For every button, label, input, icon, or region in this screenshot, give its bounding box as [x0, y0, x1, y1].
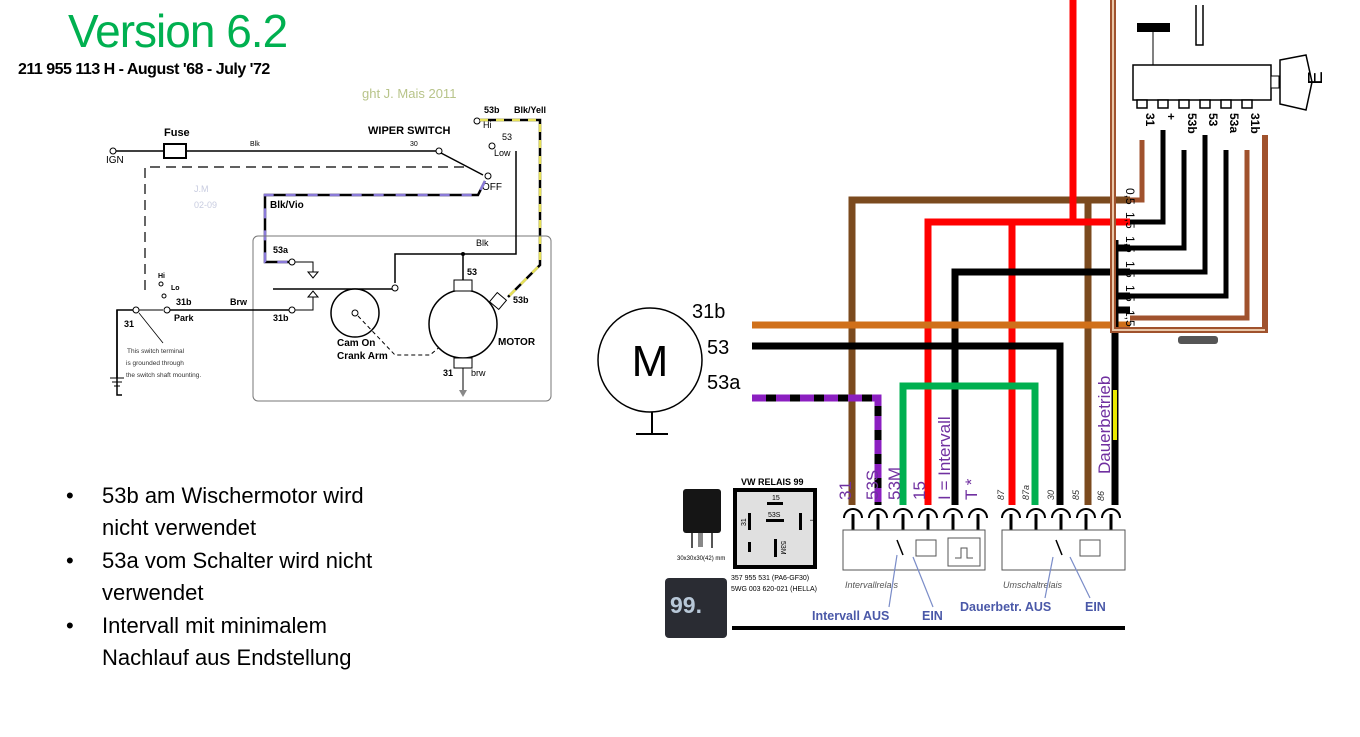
wire-color-label: brw — [471, 368, 486, 378]
ign-label: IGN — [106, 155, 124, 166]
slide-title: Version 6.2 — [68, 5, 288, 57]
wire-size-label: 1,5 — [1123, 285, 1137, 302]
relay-part-number: 5WG 003 620-021 (HELLA) — [731, 586, 817, 593]
hi-label: Hi — [158, 273, 165, 280]
pin-label: 53M — [885, 467, 904, 500]
copyright-text: ght J. Mais 2011 — [362, 86, 456, 101]
motor-terminal-label: 53a — [707, 372, 741, 394]
pin-label: 15 — [910, 481, 929, 500]
motor-symbol-label: M — [632, 337, 669, 386]
pin-label: 86 — [1096, 491, 1106, 501]
wires — [752, 0, 1130, 505]
relay-pin-label: 53M — [779, 541, 786, 555]
terminal-label: 31 — [443, 368, 453, 378]
wire-color-label: Blk — [476, 238, 489, 248]
off-label: OFF — [482, 182, 502, 193]
bullet-list: 53b am Wischermotor wird nicht verwendet… — [66, 480, 402, 675]
lo-label: Lo — [171, 285, 180, 292]
pin-label: 30 — [1046, 490, 1056, 500]
note-text: This switch terminal — [127, 348, 185, 355]
pin-label: T * — [962, 478, 981, 500]
pin-label: 87a — [1021, 485, 1031, 500]
relay-photo: 30x30x30(42) mm — [677, 489, 725, 562]
relay-part-number: 357 955 531 (PA6-GF30) — [731, 575, 809, 582]
pin-label: Dauerbetrieb — [1095, 376, 1114, 474]
relay-pin-label: 53S — [768, 512, 781, 519]
connector-pin-label: 53b — [1185, 113, 1199, 134]
relay-99-photo: 99. — [665, 578, 727, 638]
relay-schematics — [842, 529, 1126, 571]
wire-size-label: 1,5 — [1123, 212, 1137, 229]
park-label: Park — [174, 313, 195, 323]
low-label: Low — [494, 148, 511, 158]
wiper-switch-connector: E 31 + 53b 53 53a 31b 0 — [1110, 0, 1327, 344]
hi-label: Hi — [483, 120, 492, 130]
relay-sockets — [843, 508, 1121, 530]
pin-label: 87 — [996, 489, 1006, 500]
bullet-item: Intervall mit minimalem Nachlauf aus End… — [66, 610, 402, 674]
motor-terminal-label: 31b — [692, 301, 725, 323]
pin-label: 53S — [863, 470, 882, 500]
note-text: is grounded through — [126, 360, 184, 367]
relay-pinout: VW RELAIS 99 15 53S 31 T 53M 357 955 531… — [731, 477, 817, 593]
motor-symbol — [597, 307, 703, 413]
relay-pin-label: T — [808, 518, 815, 523]
terminal-label: 53b — [484, 105, 500, 115]
pin-label: 31 — [836, 481, 855, 500]
bullet-item: 53a vom Schalter wird nicht verwendet — [66, 545, 402, 609]
annotation-label: EIN — [922, 609, 943, 623]
terminal-label: 31b — [273, 313, 289, 323]
terminal-label: 53 — [467, 267, 477, 277]
motor-label: MOTOR — [498, 337, 536, 348]
note-text: the switch shaft mounting. — [126, 372, 201, 379]
relay-size: 30x30x30(42) mm — [677, 556, 725, 562]
fuse-label: Fuse — [164, 127, 190, 139]
wire-color-label: Brw — [230, 297, 248, 307]
connector-pin-label: 53 — [1206, 113, 1220, 127]
relay-title: VW RELAIS 99 — [741, 477, 804, 487]
annotation-label: EIN — [1085, 600, 1106, 614]
original-wiring-diagram: ght J. Mais 2011 J.M 02-09 IGN Fuse Blk … — [106, 86, 552, 402]
cam-label: Cam On — [337, 338, 375, 349]
wire-size-label: 0,5 — [1123, 188, 1137, 205]
wiper-switch-label: WIPER SWITCH — [368, 125, 451, 137]
relay-name: Intervallrelais — [845, 580, 899, 590]
connector-pin-label: + — [1164, 113, 1178, 120]
new-wiring-diagram: M 31b 53 53a 31 53S 53M 1 — [597, 0, 1327, 638]
relay-pin-label: 15 — [772, 495, 780, 502]
crank-label: Crank Arm — [337, 351, 388, 362]
relay-pin-label: 31 — [741, 518, 748, 526]
wire-size-label: 1,5 — [1123, 310, 1137, 327]
motor-terminal-label: 53 — [707, 337, 729, 359]
pin-label: I = Intervall — [935, 416, 954, 500]
fuse-symbol — [163, 143, 187, 159]
connector-pin-label: 31 — [1143, 113, 1157, 127]
terminal-label: 53b — [513, 295, 529, 305]
relay-badge: 99. — [670, 592, 702, 618]
wire-size-label: 1,5 — [1123, 261, 1137, 278]
terminal-label: 31 — [124, 319, 134, 329]
wire-color-label: Blk — [250, 141, 260, 148]
wire-size-label: 1,5 — [1123, 236, 1137, 253]
watermark-text: J.M — [194, 184, 209, 194]
slide-subtitle: 211 955 113 H - August '68 - July '72 — [18, 61, 270, 78]
connector-label: E — [1305, 71, 1327, 84]
terminal-label: 53 — [502, 132, 512, 142]
pin-label: 85 — [1071, 489, 1081, 500]
wire-color-label: Blk/Vio — [270, 200, 304, 211]
annotation-label: Dauerbetr. AUS — [960, 600, 1051, 614]
wire-color-label: Blk/Yell — [514, 105, 546, 115]
bullet-item: 53b am Wischermotor wird nicht verwendet — [66, 480, 402, 544]
connector-pin-label: 53a — [1227, 113, 1241, 133]
terminal-label: 30 — [410, 141, 418, 148]
terminal-label: 31b — [176, 297, 192, 307]
connector-pin-label: 31b — [1248, 113, 1262, 134]
terminal-label: 53a — [273, 245, 289, 255]
relay-name: Umschaltrelais — [1003, 580, 1063, 590]
watermark-text: 02-09 — [194, 200, 217, 210]
annotation-label: Intervall AUS — [812, 609, 889, 623]
